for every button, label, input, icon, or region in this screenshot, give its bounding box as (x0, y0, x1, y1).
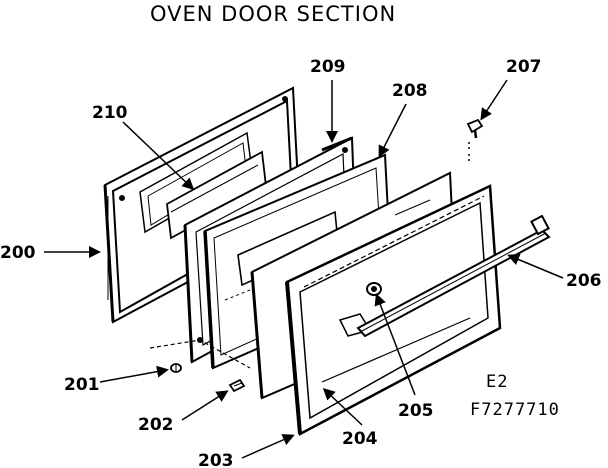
leader-lines (44, 79, 564, 459)
handle-bracket (366, 282, 382, 296)
label-204: 204 (342, 429, 378, 449)
model-code-number: F7277710 (470, 400, 560, 420)
leader-208 (378, 103, 407, 158)
label-206: 206 (566, 271, 602, 291)
leader-207 (480, 79, 508, 121)
leader-204 (322, 387, 363, 426)
label-205: 205 (398, 401, 434, 421)
label-209: 209 (310, 57, 346, 77)
label-207: 207 (506, 57, 542, 77)
label-210: 210 (92, 103, 128, 123)
label-201: 201 (64, 375, 100, 395)
door-handle (356, 214, 551, 338)
label-200: 200 (0, 243, 36, 263)
leader-210 (122, 121, 195, 191)
leader-202 (181, 390, 229, 421)
leader-206 (507, 253, 564, 279)
leader-205 (374, 293, 416, 396)
screw-202 (228, 378, 246, 393)
model-code-e2: E2 (486, 372, 509, 392)
leader-201 (99, 365, 169, 383)
label-202: 202 (138, 415, 174, 435)
leader-203 (241, 434, 295, 459)
diagram-title: OVEN DOOR SECTION (150, 2, 397, 26)
screw-201 (149, 339, 251, 373)
screw-207 (466, 118, 484, 164)
label-203: 203 (198, 451, 234, 468)
label-208: 208 (392, 81, 428, 101)
